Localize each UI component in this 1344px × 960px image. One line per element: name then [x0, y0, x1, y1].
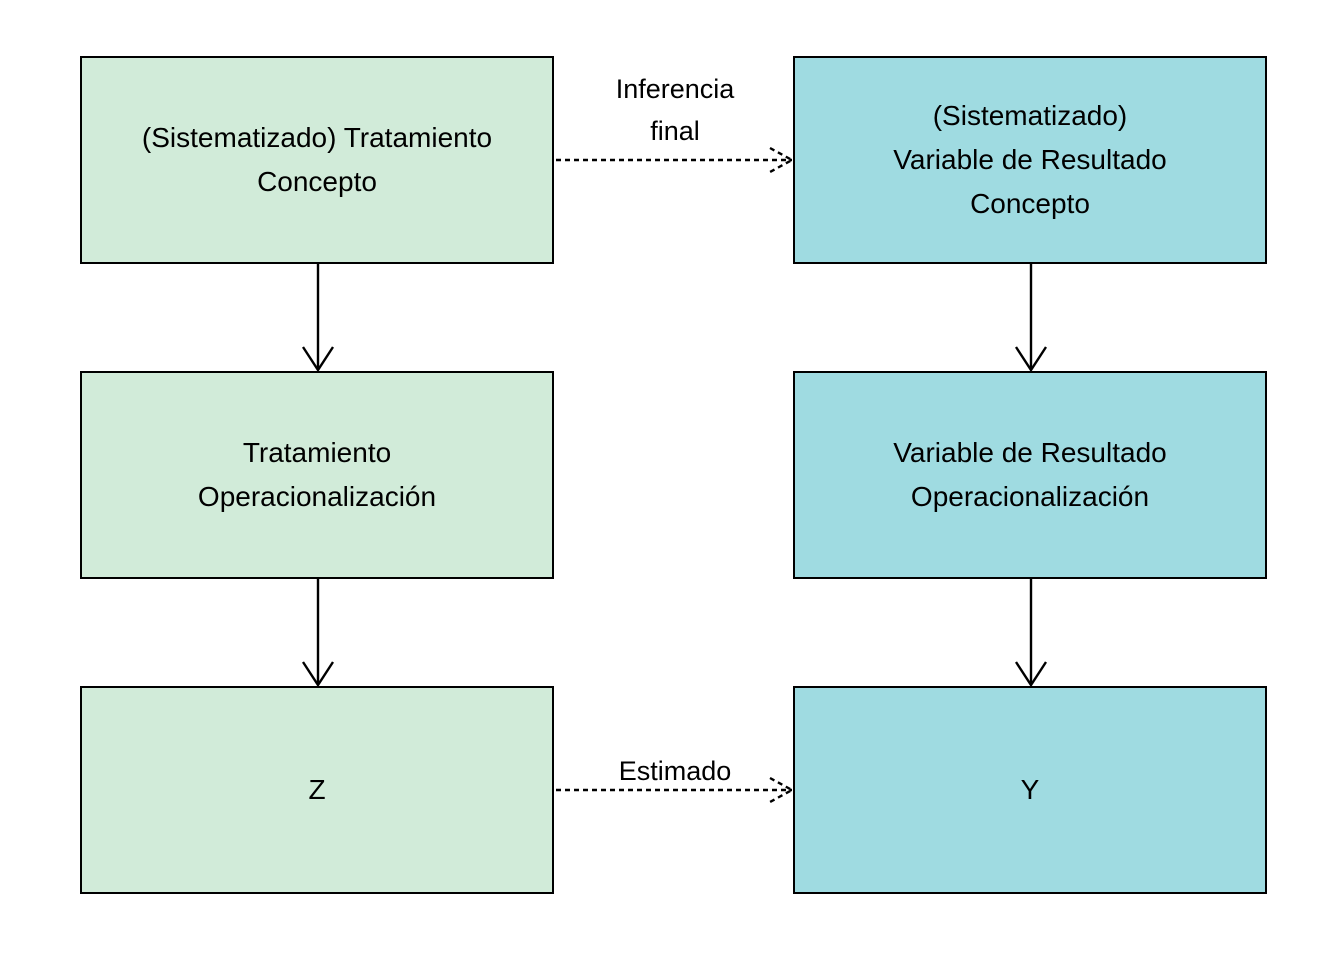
node-outcome-operational-line2: Operacionalización: [910, 481, 1150, 512]
node-treatment-concept-line2: Concepto: [257, 166, 377, 197]
node-treatment-variable-label: Z: [308, 774, 326, 805]
arrowhead-outcome-concept-to-operational: [1014, 346, 1048, 373]
arrowhead-outcome-operational-to-y: [1014, 661, 1048, 688]
node-treatment-operational-line2: Operacionalización: [197, 481, 437, 512]
node-outcome-variable-label: Y: [1020, 774, 1040, 805]
node-outcome-operational: Variable de Resultado Operacionalización: [793, 371, 1267, 579]
node-treatment-operational: Tratamiento Operacionalización: [80, 371, 554, 579]
edge-label-final-inference: Inferencia final: [580, 68, 770, 152]
node-outcome-concept-line1: (Sistematizado): [932, 100, 1128, 131]
edge-label-estimated: Estimado: [618, 756, 732, 786]
node-outcome-concept-line2: Variable de Resultado: [893, 144, 1167, 175]
arrowhead-treatment-operational-to-z: [301, 661, 335, 688]
node-outcome-concept-line3: Concepto: [970, 188, 1090, 219]
node-treatment-concept-line1: (Sistematizado) Tratamiento: [141, 122, 493, 153]
node-outcome-operational-line1: Variable de Resultado: [893, 437, 1167, 468]
node-treatment-variable: Z: [80, 686, 554, 894]
node-treatment-concept: (Sistematizado) Tratamiento Concepto: [80, 56, 554, 264]
node-outcome-variable: Y: [793, 686, 1267, 894]
node-outcome-concept: (Sistematizado) Variable de Resultado Co…: [793, 56, 1267, 264]
node-treatment-operational-line1: Tratamiento: [242, 437, 392, 468]
arrowhead-treatment-concept-to-operational: [301, 346, 335, 373]
edge-label-final-inference-line2: final: [650, 116, 700, 146]
edge-label-final-inference-line1: Inferencia: [615, 74, 735, 104]
